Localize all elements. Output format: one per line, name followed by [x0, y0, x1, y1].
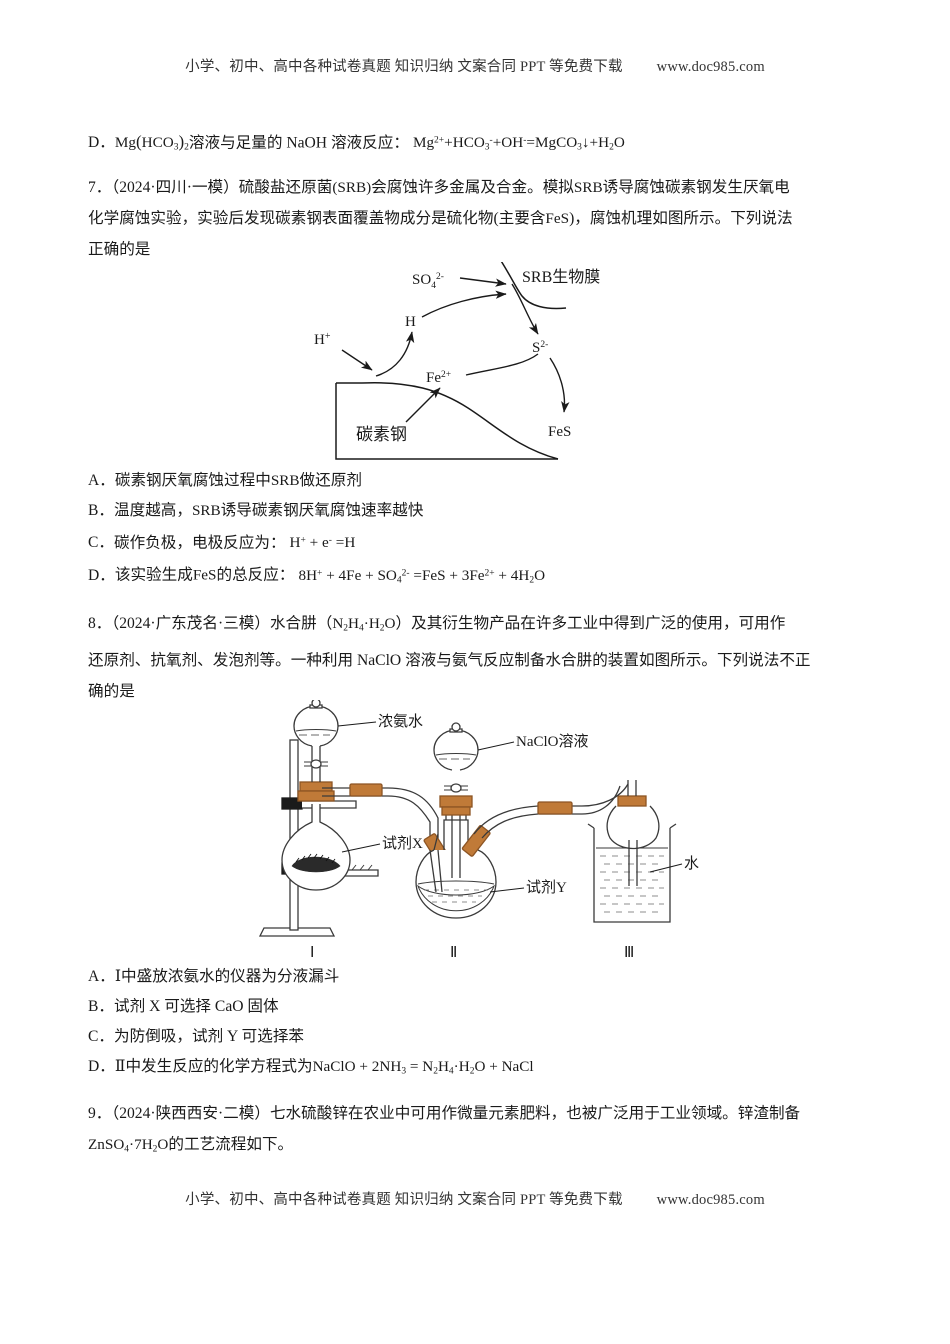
q7-option-a: A．碳素钢厌氧腐蚀过程中SRB做还原剂 — [88, 466, 878, 496]
label-sulfide: S2- — [532, 340, 548, 356]
label-srb-biofilm: SRB生物膜 — [522, 268, 600, 286]
q8-option-d-equation: NaClO + 2NH3 = N2H4·H2O + NaCl — [312, 1058, 534, 1077]
option-d-equation: Mg2++HCO3-+OH-=MgCO3↓+H2O — [412, 134, 625, 154]
q8-option-d: D．Ⅱ中发生反应的化学方程式为NaClO + 2NH3 = N2H4·H2O +… — [88, 1052, 878, 1087]
question-9-stem: 9．（2024·陕西西安·二模）七水硫酸锌在农业中可用作微量元素肥料，也被广泛用… — [88, 1098, 870, 1166]
option-d-label: D． — [88, 134, 115, 152]
q7-stem-line-1: 7．（2024·四川·一模）硫酸盐还原菌(SRB)会腐蚀许多金属及合金。模拟SR… — [88, 172, 870, 203]
q8-option-a: A．Ⅰ中盛放浓氨水的仪器为分液漏斗 — [88, 962, 878, 992]
q7-option-b-label: B． — [88, 502, 114, 519]
q8-option-b: B．试剂 X 可选择 CaO 固体 — [88, 992, 878, 1022]
q7-source: （2024·四川·一模） — [111, 179, 239, 196]
question-8-stem: 8．（2024·广东茂名·三模）水合肼（N2H4·H2O）及其衍生物产品在许多工… — [88, 608, 870, 707]
q7-option-d-equation: 8H+ + 4Fe + SO42- =FeS + 3Fe2+ + 4H2O — [298, 566, 546, 586]
q8-option-c-label: C． — [88, 1028, 114, 1045]
q7-option-d-label: D． — [88, 566, 115, 584]
q7-option-c: C．碳作负极，电极反应为：H+ + e- =H — [88, 526, 878, 558]
label-apparatus-3: Ⅲ — [624, 945, 634, 961]
q9-source: （2024·陕西西安·二模） — [111, 1105, 270, 1122]
q7-option-a-label: A． — [88, 472, 115, 489]
label-sulfate: SO42- — [412, 272, 444, 291]
q8-option-d-label: D． — [88, 1058, 115, 1075]
label-naclo-solution: NaClO溶液 — [516, 733, 589, 750]
q8-stem-line-3: 确的是 — [88, 682, 135, 700]
q8-option-c-text: 为防倒吸，试剂 Y 可选择苯 — [114, 1028, 305, 1045]
q8-option-b-text: 试剂 X 可选择 CaO 固体 — [114, 998, 279, 1015]
q8-option-a-label: A． — [88, 968, 115, 985]
q7-option-c-equation: H+ + e- =H — [289, 534, 356, 552]
q9-stem-text-1: 七水硫酸锌在农业中可用作微量元素肥料，也被广泛用于工业领域。锌渣制备 — [269, 1105, 801, 1122]
q7-stem-text-1: 硫酸盐还原菌(SRB)会腐蚀许多金属及合金。模拟SRB诱导腐蚀碳素钢发生厌氧电 — [238, 179, 790, 196]
label-reagent-y: 试剂Y — [526, 879, 567, 896]
label-apparatus-2: Ⅱ — [450, 945, 457, 961]
q7-stem-line-3: 正确的是 — [88, 241, 151, 258]
q8-option-d-text: Ⅱ中发生反应的化学方程式为 — [114, 1058, 313, 1075]
label-concentrated-ammonia: 浓氨水 — [378, 713, 423, 730]
q8-option-b-label: B． — [88, 998, 114, 1015]
q7-option-c-text: 碳作负极，电极反应为： — [114, 534, 286, 552]
q8-stem-text-1: 水合肼（N2H4·H2O）及其衍生物产品在许多工业中得到广泛的使用，可用作 — [269, 615, 786, 634]
label-iron-sulfide: FeS — [548, 424, 571, 440]
header-watermark-url: www.doc985.com — [656, 59, 765, 75]
label-ferrous: Fe2+ — [426, 370, 451, 386]
q7-option-b-text: 温度越高，SRB诱导碳素钢厌氧腐蚀速率越快 — [114, 502, 424, 519]
q8-stem-line-2: 还原剂、抗氧剂、发泡剂等。一种利用 NaClO 溶液与氨气反应制备水合肼的装置如… — [88, 651, 811, 669]
previous-question-option-d: D．Mg(HCO3)2溶液与足量的 NaOH 溶液反应：Mg2++HCO3-+O… — [88, 126, 878, 163]
q7-option-d-text: 该实验生成FeS的总反应： — [114, 566, 295, 584]
label-carbon-steel: 碳素钢 — [356, 425, 407, 444]
question-7-stem: 7．（2024·四川·一模）硫酸盐还原菌(SRB)会腐蚀许多金属及合金。模拟SR… — [88, 172, 870, 265]
q9-number: 9． — [88, 1105, 112, 1122]
option-d-row: D．Mg(HCO3)2溶液与足量的 NaOH 溶液反应：Mg2++HCO3-+O… — [88, 126, 878, 163]
q7-option-d: D．该实验生成FeS的总反应：8H+ + 4Fe + SO42- =FeS + … — [88, 558, 878, 595]
header-watermark-text: 小学、初中、高中各种试卷真题 知识归纳 文案合同 PPT 等免费下载 — [185, 59, 623, 75]
footer-watermark: 小学、初中、高中各种试卷真题 知识归纳 文案合同 PPT 等免费下载 www.do… — [0, 1188, 950, 1209]
question-8-options: A．Ⅰ中盛放浓氨水的仪器为分液漏斗 B．试剂 X 可选择 CaO 固体 C．为防… — [88, 962, 878, 1087]
q7-option-c-label: C． — [88, 534, 114, 552]
q7-option-b: B．温度越高，SRB诱导碳素钢厌氧腐蚀速率越快 — [88, 496, 878, 526]
q8-stem-line-1: 8．（2024·广东茂名·三模）水合肼（N2H4·H2O）及其衍生物产品在许多工… — [88, 608, 870, 645]
label-reagent-x: 试剂X — [382, 835, 423, 852]
q9-formula: ZnSO4·7H2O — [88, 1136, 169, 1155]
q8-source: （2024·广东茂名·三模） — [111, 615, 270, 632]
label-water: 水 — [684, 855, 699, 872]
header-watermark: 小学、初中、高中各种试卷真题 知识归纳 文案合同 PPT 等免费下载 www.do… — [0, 55, 950, 76]
footer-watermark-text: 小学、初中、高中各种试卷真题 知识归纳 文案合同 PPT 等免费下载 — [185, 1192, 623, 1208]
q8-option-a-text: Ⅰ中盛放浓氨水的仪器为分液漏斗 — [114, 968, 340, 985]
q9-stem-text-2: 的工艺流程如下。 — [168, 1136, 294, 1153]
q7-corrosion-mechanism-figure: H+ H SO42- SRB生物膜 S2- FeS — [300, 262, 700, 470]
q8-number: 8． — [88, 615, 112, 632]
q7-number: 7． — [88, 179, 112, 196]
q8-apparatus-figure: Ⅰ 浓氨水 试剂X — [238, 700, 758, 962]
q7-stem-line-2: 化学腐蚀实验，实验后发现碳素钢表面覆盖物成分是硫化物(主要含FeS)，腐蚀机理如… — [88, 210, 793, 227]
q7-option-a-text: 碳素钢厌氧腐蚀过程中SRB做还原剂 — [114, 472, 362, 489]
q9-stem-line-1: 9．（2024·陕西西安·二模）七水硫酸锌在农业中可用作微量元素肥料，也被广泛用… — [88, 1098, 870, 1129]
label-apparatus-1: Ⅰ — [310, 945, 314, 961]
label-proton: H+ — [314, 331, 331, 348]
question-7-options: A．碳素钢厌氧腐蚀过程中SRB做还原剂 B．温度越高，SRB诱导碳素钢厌氧腐蚀速… — [88, 466, 878, 595]
footer-watermark-url: www.doc985.com — [656, 1192, 765, 1208]
option-d-formula: Mg(HCO3)2 — [114, 132, 189, 154]
option-d-text: 溶液与足量的 NaOH 溶液反应： — [188, 134, 409, 152]
q8-option-c: C．为防倒吸，试剂 Y 可选择苯 — [88, 1022, 878, 1052]
label-hydrogen-atom: H — [405, 314, 416, 330]
q9-stem-line-2: ZnSO4·7H2O的工艺流程如下。 — [88, 1129, 870, 1166]
